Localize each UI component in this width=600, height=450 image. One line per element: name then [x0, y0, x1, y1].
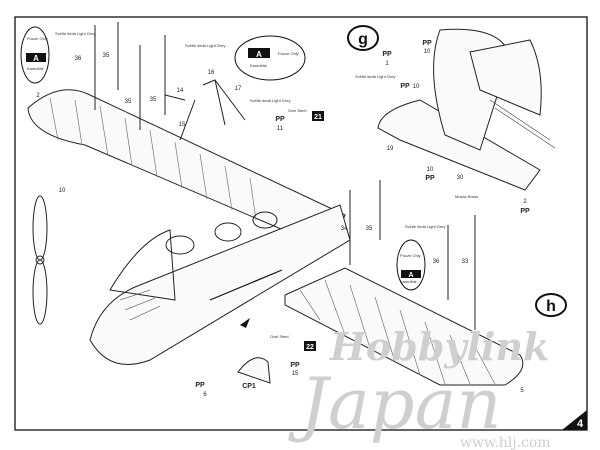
- svg-text:11: 11: [277, 126, 284, 132]
- svg-text:g: g: [358, 31, 368, 48]
- ref-badge-21: 21: [312, 111, 324, 121]
- propeller: [32, 195, 48, 325]
- assembly-arrow-head: [240, 318, 250, 328]
- svg-text:1: 1: [385, 61, 389, 67]
- svg-text:17: 17: [235, 86, 242, 92]
- color-note: Světle šedá Light Grey: [250, 98, 290, 103]
- part-labels: 36 35 2 35 35 14 15 16 17 PP 11 PP 1 PP …: [36, 40, 530, 398]
- step-g-marker: g: [347, 25, 379, 51]
- svg-text:Pouze Only: Pouze Only: [278, 51, 299, 56]
- step-h-marker: h: [535, 293, 567, 317]
- lower-wing: [284, 267, 524, 386]
- svg-text:A: A: [33, 54, 39, 63]
- callout-lower-wing: Pouze Only A Kamufláž: [396, 239, 426, 291]
- page-corner: [562, 410, 587, 430]
- ref-badge-22: 22: [304, 341, 316, 351]
- svg-text:Kamufláž: Kamufláž: [27, 66, 44, 71]
- callout-top-left: Pouze Only A Kamufláž: [20, 26, 50, 84]
- svg-text:22: 22: [306, 344, 314, 351]
- svg-text:PP: PP: [290, 362, 300, 369]
- svg-text:33: 33: [462, 259, 469, 265]
- svg-text:35: 35: [150, 97, 157, 103]
- color-note: Ocel Steel: [288, 108, 307, 113]
- svg-text:PP: PP: [422, 40, 432, 47]
- svg-text:35: 35: [125, 99, 132, 105]
- cowling-part-cp1: [237, 357, 271, 384]
- svg-text:36: 36: [75, 56, 82, 62]
- svg-text:15: 15: [292, 371, 299, 377]
- svg-text:30: 30: [457, 175, 464, 181]
- color-note: Světle šedá Light Grey: [185, 43, 225, 48]
- svg-text:10: 10: [427, 167, 434, 173]
- tail-assembly: [377, 28, 556, 191]
- svg-text:Pouze Only: Pouze Only: [400, 253, 421, 258]
- svg-text:14: 14: [177, 88, 184, 94]
- color-note: Světle šedá Light Grey: [405, 224, 445, 229]
- svg-text:Japan: Japan: [288, 363, 501, 445]
- svg-text:10: 10: [59, 188, 66, 194]
- svg-text:15: 15: [179, 122, 186, 128]
- svg-text:CP1: CP1: [242, 383, 256, 390]
- svg-text:19: 19: [387, 146, 394, 152]
- svg-text:16: 16: [208, 70, 215, 76]
- color-note: Světle šedá Light Grey: [55, 31, 95, 36]
- svg-text:PP: PP: [425, 175, 435, 182]
- svg-text:PP: PP: [195, 382, 205, 389]
- svg-text:Pouze Only: Pouze Only: [27, 36, 48, 41]
- color-note: Světle šedá Light Grey: [355, 74, 395, 79]
- svg-text:10: 10: [424, 49, 431, 55]
- svg-text:Hobbylink: Hobbylink: [329, 324, 549, 369]
- svg-text:A: A: [256, 50, 262, 59]
- svg-text:PP: PP: [275, 116, 285, 123]
- callout-top-mid: A Pouze Only Kamufláž: [234, 35, 306, 81]
- svg-text:35: 35: [103, 53, 110, 59]
- svg-text:PP: PP: [382, 51, 392, 58]
- svg-text:Kamufláž: Kamufláž: [400, 279, 417, 284]
- svg-text:2: 2: [523, 199, 527, 205]
- watermark: Hobbylink Japan www.hlj.com: [288, 324, 551, 450]
- upper-wing: [27, 89, 346, 251]
- svg-text:h: h: [546, 298, 556, 315]
- fuselage: [89, 204, 351, 365]
- svg-text:21: 21: [314, 114, 322, 121]
- svg-text:PP: PP: [400, 83, 410, 90]
- svg-text:10: 10: [413, 84, 420, 90]
- svg-text:www.hlj.com: www.hlj.com: [460, 435, 551, 450]
- svg-text:36: 36: [433, 259, 440, 265]
- svg-text:Kamufláž: Kamufláž: [250, 63, 267, 68]
- assembly-arrow: [209, 269, 283, 301]
- color-note: Mosaz Brass: [455, 194, 478, 199]
- color-note: Ocel Steel: [270, 334, 289, 339]
- svg-text:34: 34: [341, 226, 348, 232]
- svg-text:6: 6: [203, 392, 207, 398]
- svg-text:A: A: [408, 272, 413, 279]
- svg-text:35: 35: [366, 226, 373, 232]
- page-number: 4: [577, 418, 584, 430]
- svg-text:5: 5: [520, 388, 524, 394]
- struts: [94, 22, 476, 330]
- svg-text:2: 2: [36, 93, 40, 99]
- svg-text:PP: PP: [520, 208, 530, 215]
